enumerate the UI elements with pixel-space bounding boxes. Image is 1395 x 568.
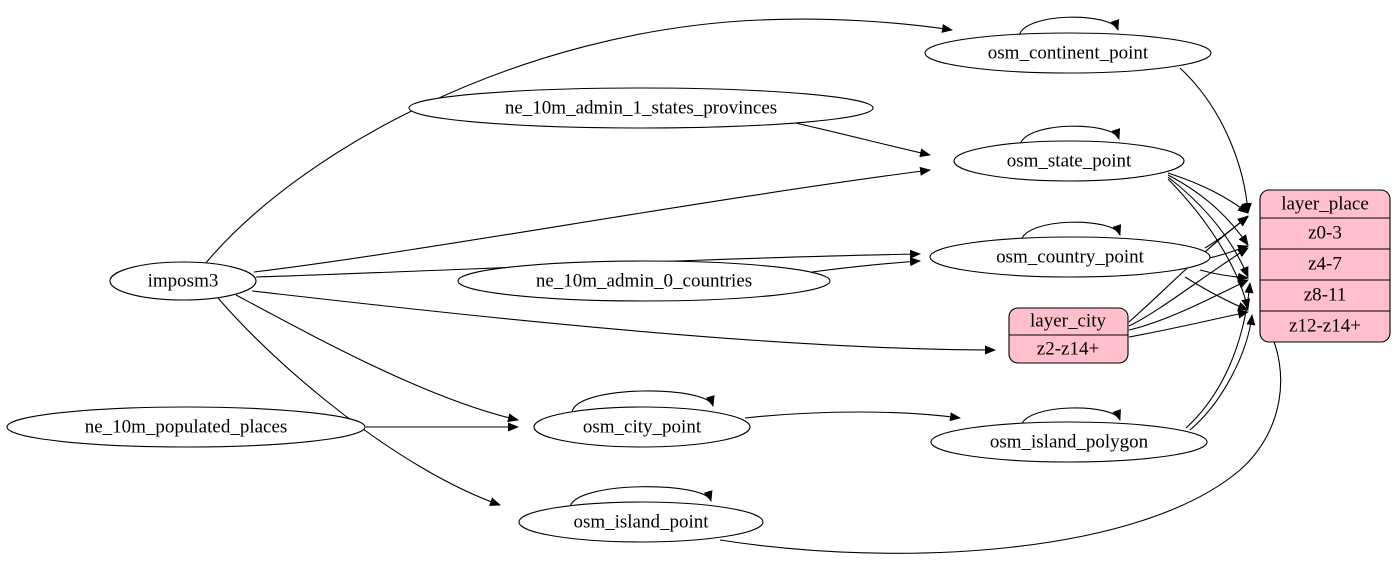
edge-osm-state-point-layer-place-2: [1167, 174, 1249, 246]
edge-osm-island-point-layer-place: [719, 327, 1282, 554]
edge-osm-country-point-layer-place-2: [1208, 244, 1249, 259]
edge-imposm3-osm-island-point: [217, 297, 501, 506]
edge-imposm3-osm-city-point: [235, 294, 519, 423]
self-loop-osm-state-point: [1019, 125, 1121, 146]
node-osm-city-point[interactable]: osm_city_point: [533, 406, 751, 448]
edge-ne-countries-osm-country-point: [811, 257, 921, 273]
edge-imposm3-layer-city: [251, 290, 996, 355]
node-shape-osm-state-point: [953, 140, 1185, 182]
edge-osm-city-point-osm-island-polygon: [744, 411, 961, 422]
node-shape-ne-countries: [457, 260, 831, 302]
self-loop-osm-city-point: [571, 390, 715, 413]
node-shape-osm-island-polygon: [930, 421, 1208, 463]
node-label-osm-state-point: osm_state_point: [1007, 150, 1132, 171]
layer-city-header: layer_city: [1030, 310, 1106, 331]
edge-imposm3-osm-state-point: [253, 166, 931, 273]
node-shape-ne-populated: [6, 406, 366, 448]
node-label-ne-countries: ne_10m_admin_0_countries: [536, 270, 752, 291]
node-label-ne-populated: ne_10m_populated_places: [85, 416, 288, 437]
node-osm-continent-point[interactable]: osm_continent_point: [924, 32, 1212, 74]
node-shape-osm-country-point: [929, 236, 1211, 278]
node-label-osm-island-polygon: osm_island_polygon: [990, 431, 1149, 452]
edge-osm-state-point-layer-place-3: [1167, 176, 1249, 278]
edge-layer-city-layer-place-2: [1128, 247, 1249, 327]
edge-imposm3-osm-continent-point: [204, 18, 953, 265]
node-label-ne-states: ne_10m_admin_1_states_provinces: [505, 97, 777, 118]
node-ne-10m-admin-0-countries[interactable]: ne_10m_admin_0_countries: [457, 260, 831, 302]
edge-layer-city-layer-place-4: [1128, 309, 1249, 338]
layer-place-row-z0-3[interactable]: z0-3: [1308, 222, 1342, 243]
record-node-layer: layer_place z0-3 z4-7 z8-11 z12-z14+ lay…: [1008, 189, 1391, 364]
node-ne-10m-populated-places[interactable]: ne_10m_populated_places: [6, 406, 366, 448]
self-loop-osm-continent-point: [1018, 16, 1120, 37]
node-osm-country-point[interactable]: osm_country_point: [929, 236, 1211, 278]
edge-osm-island-polygon-layer-place-1: [1189, 314, 1256, 431]
node-label-osm-city-point: osm_city_point: [583, 416, 702, 437]
node-osm-island-polygon[interactable]: osm_island_polygon: [930, 421, 1208, 463]
node-layer: imposm3 ne_10m_admin_1_states_provinces …: [6, 32, 1212, 543]
edge-osm-state-point-layer-place-1: [1167, 172, 1249, 214]
node-shape-osm-continent-point: [924, 32, 1212, 74]
node-osm-island-point[interactable]: osm_island_point: [518, 501, 764, 543]
self-loop-layer: [569, 16, 1122, 508]
node-layer-place[interactable]: layer_place z0-3 z4-7 z8-11 z12-z14+: [1259, 189, 1391, 343]
edge-osm-country-point-layer-place-4: [1184, 276, 1249, 311]
self-loop-osm-island-polygon: [1020, 407, 1121, 427]
layer-place-row-z4-7[interactable]: z4-7: [1308, 253, 1342, 274]
node-imposm3[interactable]: imposm3: [109, 261, 257, 301]
node-osm-state-point[interactable]: osm_state_point: [953, 140, 1185, 182]
node-label-osm-island-point: osm_island_point: [573, 511, 709, 532]
layer-city-row-z2-z14plus[interactable]: z2-z14+: [1037, 338, 1099, 359]
node-ne-10m-admin-1-states-provinces[interactable]: ne_10m_admin_1_states_provinces: [408, 87, 874, 129]
edge-layer: [204, 18, 1282, 554]
layer-place-row-z8-11[interactable]: z8-11: [1304, 284, 1347, 305]
edge-layer-city-layer-place-1: [1128, 216, 1249, 323]
self-loop-osm-island-point: [569, 486, 713, 508]
node-shape-ne-states: [408, 87, 874, 129]
edge-osm-island-polygon-layer-place-2: [1185, 282, 1254, 429]
edge-osm-continent-point-layer-place: [1179, 67, 1252, 214]
edge-osm-state-point-layer-place-4: [1167, 178, 1251, 310]
node-shape-osm-city-point: [533, 406, 751, 448]
edge-layer-city-layer-place-3: [1128, 279, 1249, 331]
self-loop-osm-country-point: [1020, 221, 1122, 242]
node-layer-city[interactable]: layer_city z2-z14+: [1008, 307, 1129, 364]
layer-place-row-z12-z14plus[interactable]: z12-z14+: [1289, 315, 1361, 336]
node-label-imposm3: imposm3: [148, 270, 219, 291]
node-shape-imposm3: [109, 261, 257, 301]
edge-osm-country-point-layer-place-3: [1199, 269, 1249, 282]
node-label-osm-country-point: osm_country_point: [996, 246, 1144, 267]
node-shape-osm-island-point: [518, 501, 764, 543]
node-shape-layer-place: [1259, 189, 1391, 343]
edge-ne-states-osm-state-point: [790, 121, 931, 158]
node-label-osm-continent-point: osm_continent_point: [988, 42, 1149, 63]
layer-place-header: layer_place: [1281, 193, 1369, 214]
